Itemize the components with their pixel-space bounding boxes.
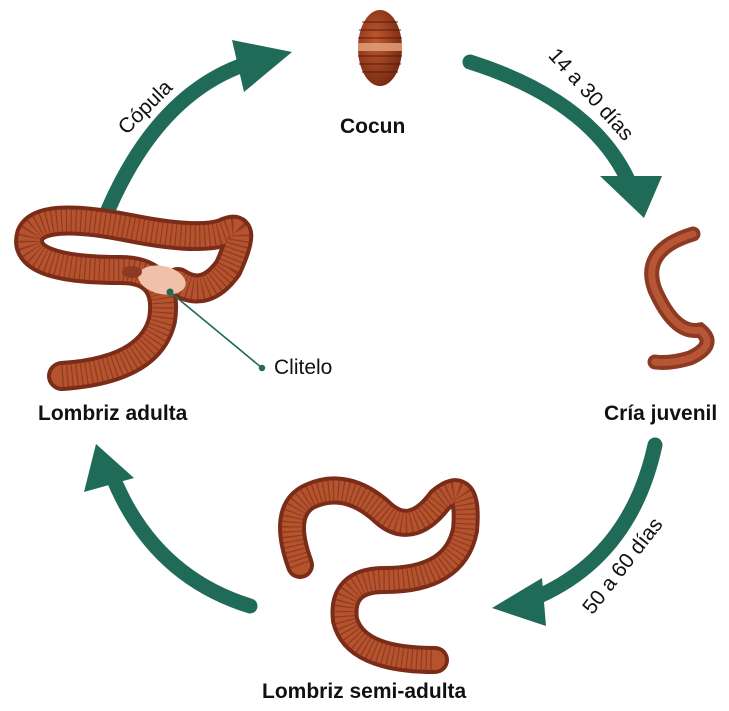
stage-label-cocoon: Cocun bbox=[340, 115, 405, 139]
label-clitellum: Clitelo bbox=[274, 356, 332, 380]
arrow-semi-adult-to-adult bbox=[84, 444, 250, 606]
cocoon-image bbox=[358, 10, 402, 86]
stage-label-juvenile: Cría juvenil bbox=[604, 402, 717, 426]
arrow-cocoon-to-juvenile bbox=[470, 62, 662, 218]
clitellum-pointer bbox=[167, 289, 266, 372]
stage-label-semi-adult: Lombriz semi-adulta bbox=[262, 680, 466, 704]
arrow-juvenile-to-semi-adult bbox=[492, 445, 655, 626]
semi-adult-worm-image bbox=[292, 490, 466, 660]
juvenile-worm-image bbox=[652, 234, 707, 363]
stage-label-adult: Lombriz adulta bbox=[38, 402, 187, 426]
adult-worm-image bbox=[29, 220, 238, 376]
